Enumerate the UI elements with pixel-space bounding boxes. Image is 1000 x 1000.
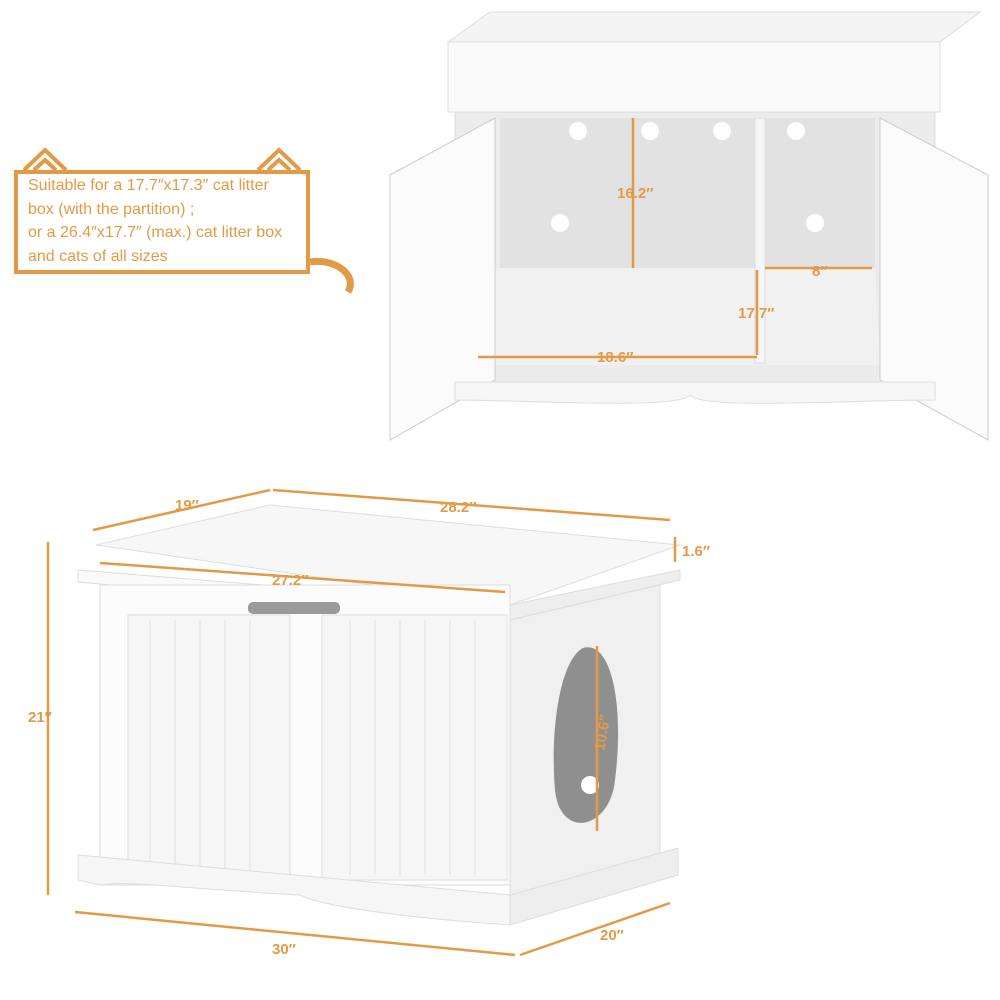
closed-dimension-lines xyxy=(46,488,677,957)
note-line: and cats of all sizes xyxy=(28,247,168,265)
dim-base-depth: 20″ xyxy=(600,927,624,944)
note-line: box (with the partition) ; xyxy=(28,200,195,218)
dim-inner-width: 27.2″ xyxy=(272,572,308,589)
dim-left-width: 18.6″ xyxy=(597,349,633,366)
dim-height: 21″ xyxy=(28,709,52,726)
closed-cabinet xyxy=(77,504,681,926)
dim-depth: 17.7″ xyxy=(738,305,774,322)
dim-entry-height: 10.6″ xyxy=(591,713,614,752)
dim-top-depth: 19″ xyxy=(175,497,199,514)
dim-top-width: 28.2″ xyxy=(440,499,476,516)
open-cabinet xyxy=(389,11,989,441)
note-line: Suitable for a 17.7″x17.3″ cat litter xyxy=(28,177,269,194)
dim-rim-height: 1.6″ xyxy=(682,543,710,560)
open-dimension-lines xyxy=(478,118,872,359)
dim-base-width: 30″ xyxy=(272,941,296,958)
dim-interior-height: 16.2″ xyxy=(617,185,653,202)
cat-callout-frame xyxy=(14,147,354,294)
dim-right-width: 8″ xyxy=(812,263,828,280)
litter-box-fit-note: Suitable for a 17.7″x17.3″ cat litter bo… xyxy=(28,174,318,268)
note-line: or a 26.4″x17.7″ (max.) cat litter box xyxy=(28,224,283,241)
